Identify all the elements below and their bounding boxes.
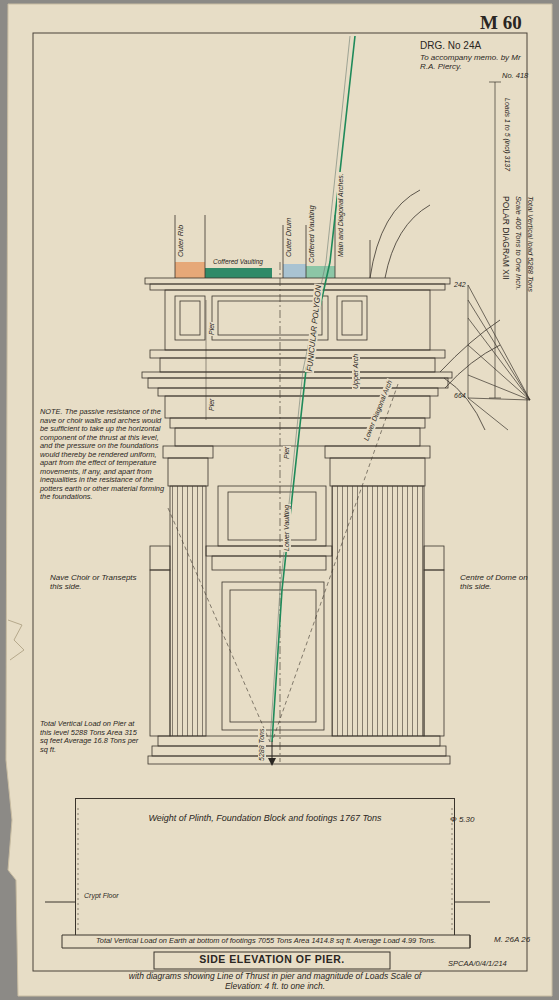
annotation-label: 5288 Tons <box>258 728 266 762</box>
annotation-label: Centre of Dome on this side. <box>460 573 530 591</box>
annotation-label: NOTE. The passive resistance of the nave… <box>40 408 165 502</box>
annotation-label: No. 418 <box>502 72 528 81</box>
block-text: Weight of Plinth, Foundation Block and f… <box>76 813 454 823</box>
annotation-label: DRG. No 24A <box>420 40 481 52</box>
annotation-label: POLAR DIAGRAM XII <box>500 196 510 280</box>
annotation-label: Coffered Vaulting <box>308 204 317 264</box>
annotation-label: M 60 <box>480 12 522 34</box>
annotation-label: Pier <box>208 398 216 412</box>
drawing-title: SIDE ELEVATION OF PIER. <box>154 953 390 965</box>
annotation-label: Scale 400 Tons to One Inch. <box>513 196 522 290</box>
annotation-label: M. 26A 26 <box>494 935 530 944</box>
annotation-label: 664 <box>454 392 466 400</box>
annotation-label: SPCAA/0/4/1/214 <box>448 960 507 969</box>
annotation-label: Lower Vaulting <box>283 504 291 552</box>
annotation-label: Pier <box>283 446 291 460</box>
annotation-label: Crypt Floor <box>84 892 119 900</box>
annotation-label: Total Vertical Load on Pier at this leve… <box>40 720 140 754</box>
annotation-label: Total Vertical Load on Earth at bottom o… <box>66 937 466 946</box>
annotation-label: Coffered Vaulting <box>212 258 264 265</box>
annotation-label: Pier <box>208 322 216 336</box>
annotation-label: Upper Arch <box>352 353 360 390</box>
foundation-block: Weight of Plinth, Foundation Block and f… <box>75 798 455 935</box>
annotation-label: Nave Choir or Transepts this side. <box>50 573 140 591</box>
annotation-label: Outer Rib <box>177 224 186 258</box>
annotation-label: 242 <box>454 281 466 289</box>
annotation-label: Φ 5.30 <box>450 815 475 824</box>
annotation-label: Total Vertical load 5288 Tons <box>525 196 534 292</box>
drawing-caption: with diagrams showing Line of Thrust in … <box>110 972 440 992</box>
annotation-label: Loads 1 to 5 (incl) 3137 <box>503 98 511 171</box>
annotation-label: Outer Drum <box>285 217 294 258</box>
annotation-label: Main and Diagonal Arches. <box>337 172 345 258</box>
annotation-label: To accompany memo. by Mr R.A. Piercy. <box>420 53 532 71</box>
